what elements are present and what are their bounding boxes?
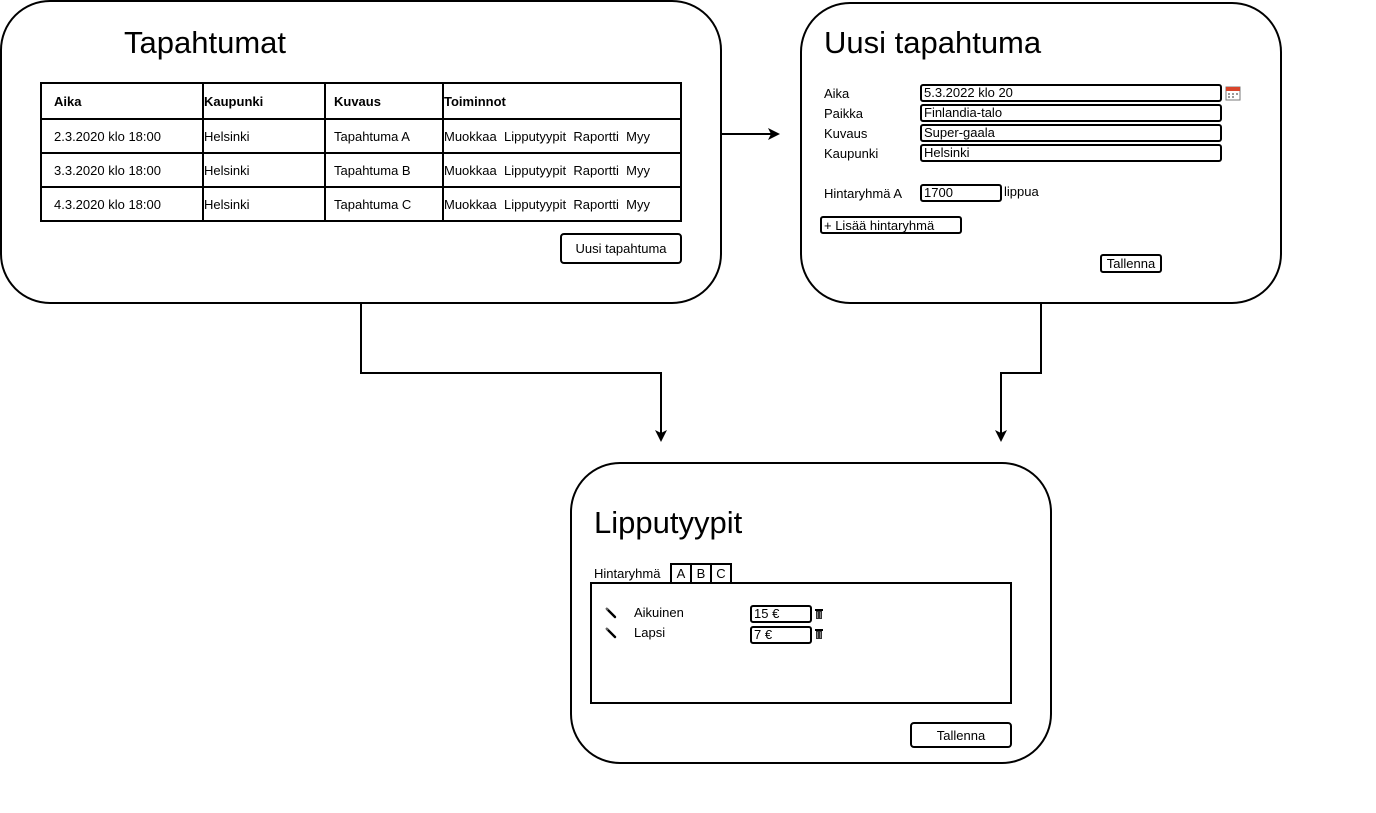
kaupunki-field[interactable]: Helsinki bbox=[920, 144, 1222, 162]
column-header-toiminnot: Toiminnot bbox=[442, 82, 682, 120]
events-table: Aika Kaupunki Kuvaus Toiminnot 2.3.2020 … bbox=[40, 82, 682, 222]
sell-link[interactable]: Myy bbox=[626, 128, 650, 144]
cell-aika: 3.3.2020 klo 18:00 bbox=[40, 152, 204, 188]
paikka-label: Paikka bbox=[824, 106, 864, 121]
price-group-unit: lippua bbox=[1004, 184, 1039, 199]
ticket-types-link[interactable]: Lipputyypit bbox=[503, 196, 567, 212]
edit-link[interactable]: Muokkaa bbox=[444, 162, 497, 178]
pencil-icon[interactable] bbox=[605, 606, 617, 624]
cell-aika: 4.3.2020 klo 18:00 bbox=[40, 186, 204, 222]
pencil-icon[interactable] bbox=[605, 626, 617, 644]
sell-link[interactable]: Myy bbox=[626, 162, 650, 178]
new-event-title: Uusi tapahtuma bbox=[824, 25, 1042, 60]
paikka-field[interactable]: Finlandia-talo bbox=[920, 104, 1222, 122]
sell-link[interactable]: Myy bbox=[626, 196, 650, 212]
table-row: 2.3.2020 klo 18:00 Helsinki Tapahtuma A … bbox=[40, 118, 682, 154]
cell-actions: Muokkaa Lipputyypit Raportti Myy bbox=[442, 152, 682, 188]
arrow-new-event-to-ticket-types bbox=[995, 302, 1042, 442]
events-title: Tapahtumat bbox=[124, 25, 286, 60]
price-group-tabs-label: Hintaryhmä bbox=[594, 566, 661, 581]
trash-icon[interactable] bbox=[814, 627, 824, 645]
add-price-group-button[interactable]: + Lisää hintaryhmä bbox=[820, 216, 962, 234]
save-new-event-button[interactable]: Tallenna bbox=[1100, 254, 1162, 273]
cell-actions: Muokkaa Lipputyypit Raportti Myy bbox=[442, 118, 682, 154]
ticket-types-link[interactable]: Lipputyypit bbox=[503, 162, 567, 178]
cell-kaupunki: Helsinki bbox=[202, 186, 326, 222]
edit-link[interactable]: Muokkaa bbox=[444, 128, 497, 144]
kuvaus-label: Kuvaus bbox=[824, 126, 868, 141]
new-event-button[interactable]: Uusi tapahtuma bbox=[560, 233, 682, 264]
cell-actions: Muokkaa Lipputyypit Raportti Myy bbox=[442, 186, 682, 222]
kuvaus-field[interactable]: Super-gaala bbox=[920, 124, 1222, 142]
edit-link[interactable]: Muokkaa bbox=[444, 196, 497, 212]
cell-kaupunki: Helsinki bbox=[202, 152, 326, 188]
ticket-types-link[interactable]: Lipputyypit bbox=[503, 128, 567, 144]
cell-kaupunki: Helsinki bbox=[202, 118, 326, 154]
report-link[interactable]: Raportti bbox=[573, 162, 619, 178]
table-row: 4.3.2020 klo 18:00 Helsinki Tapahtuma C … bbox=[40, 186, 682, 222]
column-header-aika: Aika bbox=[40, 82, 204, 120]
column-header-kaupunki: Kaupunki bbox=[202, 82, 326, 120]
price-group-quantity-field[interactable]: 1700 bbox=[920, 184, 1002, 202]
cell-aika: 2.3.2020 klo 18:00 bbox=[40, 118, 204, 154]
kaupunki-label: Kaupunki bbox=[824, 146, 879, 161]
tab-c[interactable]: C bbox=[710, 563, 732, 583]
report-link[interactable]: Raportti bbox=[573, 128, 619, 144]
cell-kuvaus: Tapahtuma A bbox=[324, 118, 444, 154]
price-group-label: Hintaryhmä A bbox=[824, 186, 903, 201]
ticket-price-field[interactable]: 15 € bbox=[750, 605, 812, 623]
tab-a[interactable]: A bbox=[670, 563, 692, 583]
ticket-type-name: Aikuinen bbox=[634, 605, 684, 620]
ticket-price-field[interactable]: 7 € bbox=[750, 626, 812, 644]
table-header-row: Aika Kaupunki Kuvaus Toiminnot bbox=[40, 82, 682, 120]
cell-kuvaus: Tapahtuma C bbox=[324, 186, 444, 222]
trash-icon[interactable] bbox=[814, 607, 824, 625]
report-link[interactable]: Raportti bbox=[573, 196, 619, 212]
column-header-kuvaus: Kuvaus bbox=[324, 82, 444, 120]
ticket-types-title: Lipputyypit bbox=[594, 505, 743, 540]
cell-kuvaus: Tapahtuma B bbox=[324, 152, 444, 188]
ticket-type-name: Lapsi bbox=[634, 625, 666, 640]
aika-field[interactable]: 5.3.2022 klo 20 bbox=[920, 84, 1222, 102]
calendar-icon[interactable] bbox=[1225, 85, 1241, 106]
arrow-events-to-ticket-types bbox=[360, 302, 667, 442]
table-row: 3.3.2020 klo 18:00 Helsinki Tapahtuma B … bbox=[40, 152, 682, 188]
aika-label: Aika bbox=[824, 86, 850, 101]
save-ticket-types-button[interactable]: Tallenna bbox=[910, 722, 1012, 748]
tab-b[interactable]: B bbox=[690, 563, 712, 583]
